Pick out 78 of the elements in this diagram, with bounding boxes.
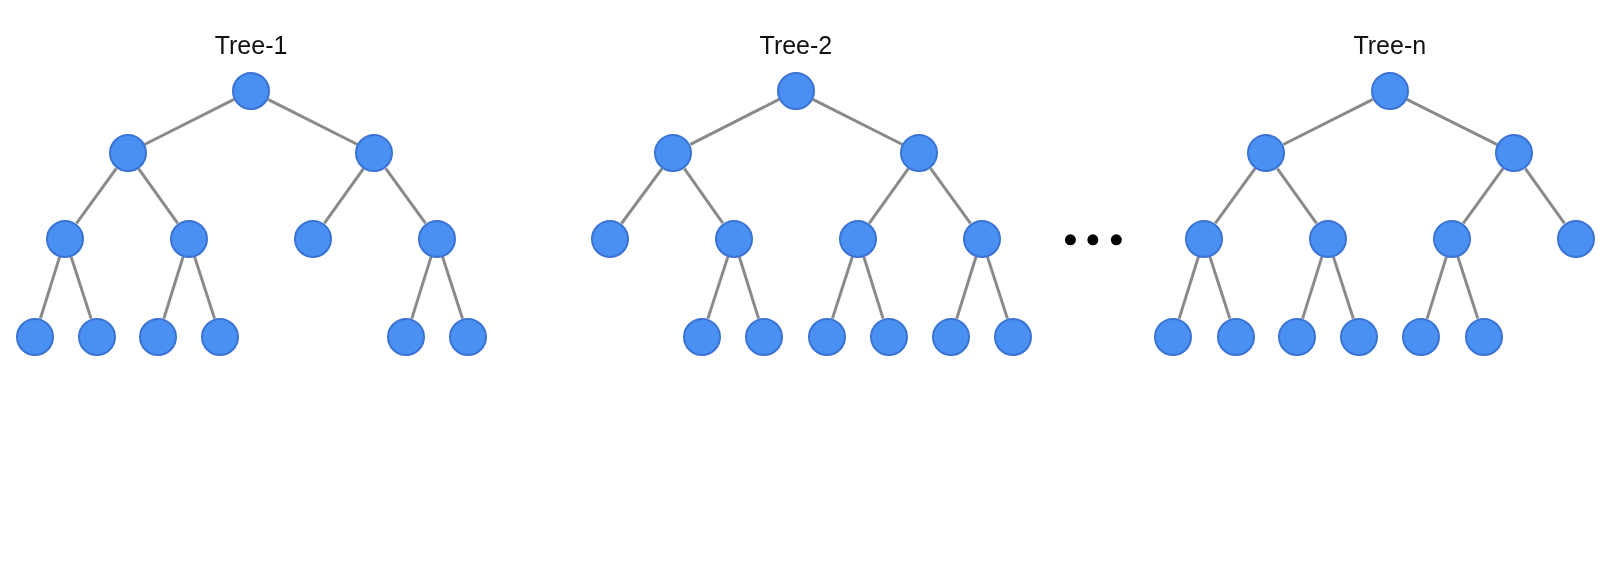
connector-line	[1282, 98, 1374, 146]
connector-line	[1301, 256, 1324, 320]
circle-node	[1556, 219, 1595, 258]
circle-node	[169, 219, 208, 258]
circle-node	[1433, 219, 1472, 258]
connector-line	[862, 256, 885, 320]
circle-node	[839, 219, 878, 258]
connector-line	[143, 98, 235, 146]
circle-node	[355, 134, 394, 173]
connector-line	[1276, 167, 1318, 225]
circle-node	[1308, 219, 1347, 258]
circle-node	[745, 317, 784, 356]
tree-title: Tree-n	[1353, 30, 1427, 60]
connector-line	[1406, 97, 1498, 146]
circle-node	[46, 219, 85, 258]
circle-node	[232, 71, 270, 110]
circle-node	[807, 317, 846, 356]
connector-line	[1462, 167, 1505, 225]
connector-line	[737, 256, 761, 320]
circle-node	[776, 71, 815, 110]
circle-node	[591, 219, 630, 258]
circle-node	[869, 317, 908, 356]
connector-line	[689, 98, 780, 146]
circle-node	[417, 219, 456, 258]
circle-node	[1185, 219, 1224, 258]
connector-line	[620, 167, 664, 225]
connector-line	[1177, 256, 1200, 320]
connector-line	[706, 256, 730, 320]
connector-line	[410, 256, 433, 320]
connector-line	[929, 167, 972, 225]
connector-line	[38, 256, 62, 320]
connector-line	[1425, 256, 1448, 320]
circle-node	[962, 219, 1001, 258]
connector-line	[1456, 256, 1480, 320]
circle-node	[1340, 317, 1379, 356]
circle-node	[1277, 317, 1316, 356]
connector-line	[69, 256, 93, 320]
circle-node	[1216, 317, 1255, 356]
connector-line	[683, 167, 724, 225]
connector-line	[323, 167, 365, 225]
circle-node	[139, 317, 178, 356]
circle-node	[1464, 317, 1503, 356]
circle-node	[1370, 71, 1409, 110]
circle-node	[683, 317, 722, 356]
circle-node	[387, 317, 426, 356]
connector-line	[162, 256, 185, 320]
circle-node	[900, 134, 939, 173]
circle-node	[108, 134, 147, 173]
circle-node	[654, 134, 693, 173]
connector-line	[137, 167, 179, 225]
circle-node	[449, 317, 488, 356]
circle-node	[201, 317, 240, 356]
circle-node	[1247, 134, 1286, 173]
circle-node	[994, 317, 1033, 356]
connector-line	[384, 167, 427, 225]
connector-line	[830, 256, 854, 320]
connector-line	[812, 98, 904, 146]
tree-title: Tree-1	[214, 30, 288, 60]
tree-title: Tree-2	[759, 30, 833, 60]
connector-line	[267, 98, 359, 146]
circle-node	[714, 219, 753, 258]
circle-node	[294, 219, 333, 258]
circle-node	[77, 317, 116, 356]
connector-line	[1524, 167, 1566, 225]
connector-line	[193, 256, 216, 320]
connector-line	[441, 256, 464, 320]
connector-line	[75, 167, 118, 225]
connector-line	[1331, 256, 1355, 320]
connector-line	[868, 167, 910, 225]
circle-node	[15, 317, 54, 356]
connector-line	[986, 256, 1009, 320]
circle-node	[1495, 134, 1534, 173]
connector-line	[1208, 256, 1232, 320]
circle-node	[1154, 317, 1193, 356]
connector-line	[955, 256, 978, 320]
connector-line	[1214, 167, 1257, 225]
circle-node	[932, 317, 970, 356]
circle-node	[1402, 317, 1441, 356]
